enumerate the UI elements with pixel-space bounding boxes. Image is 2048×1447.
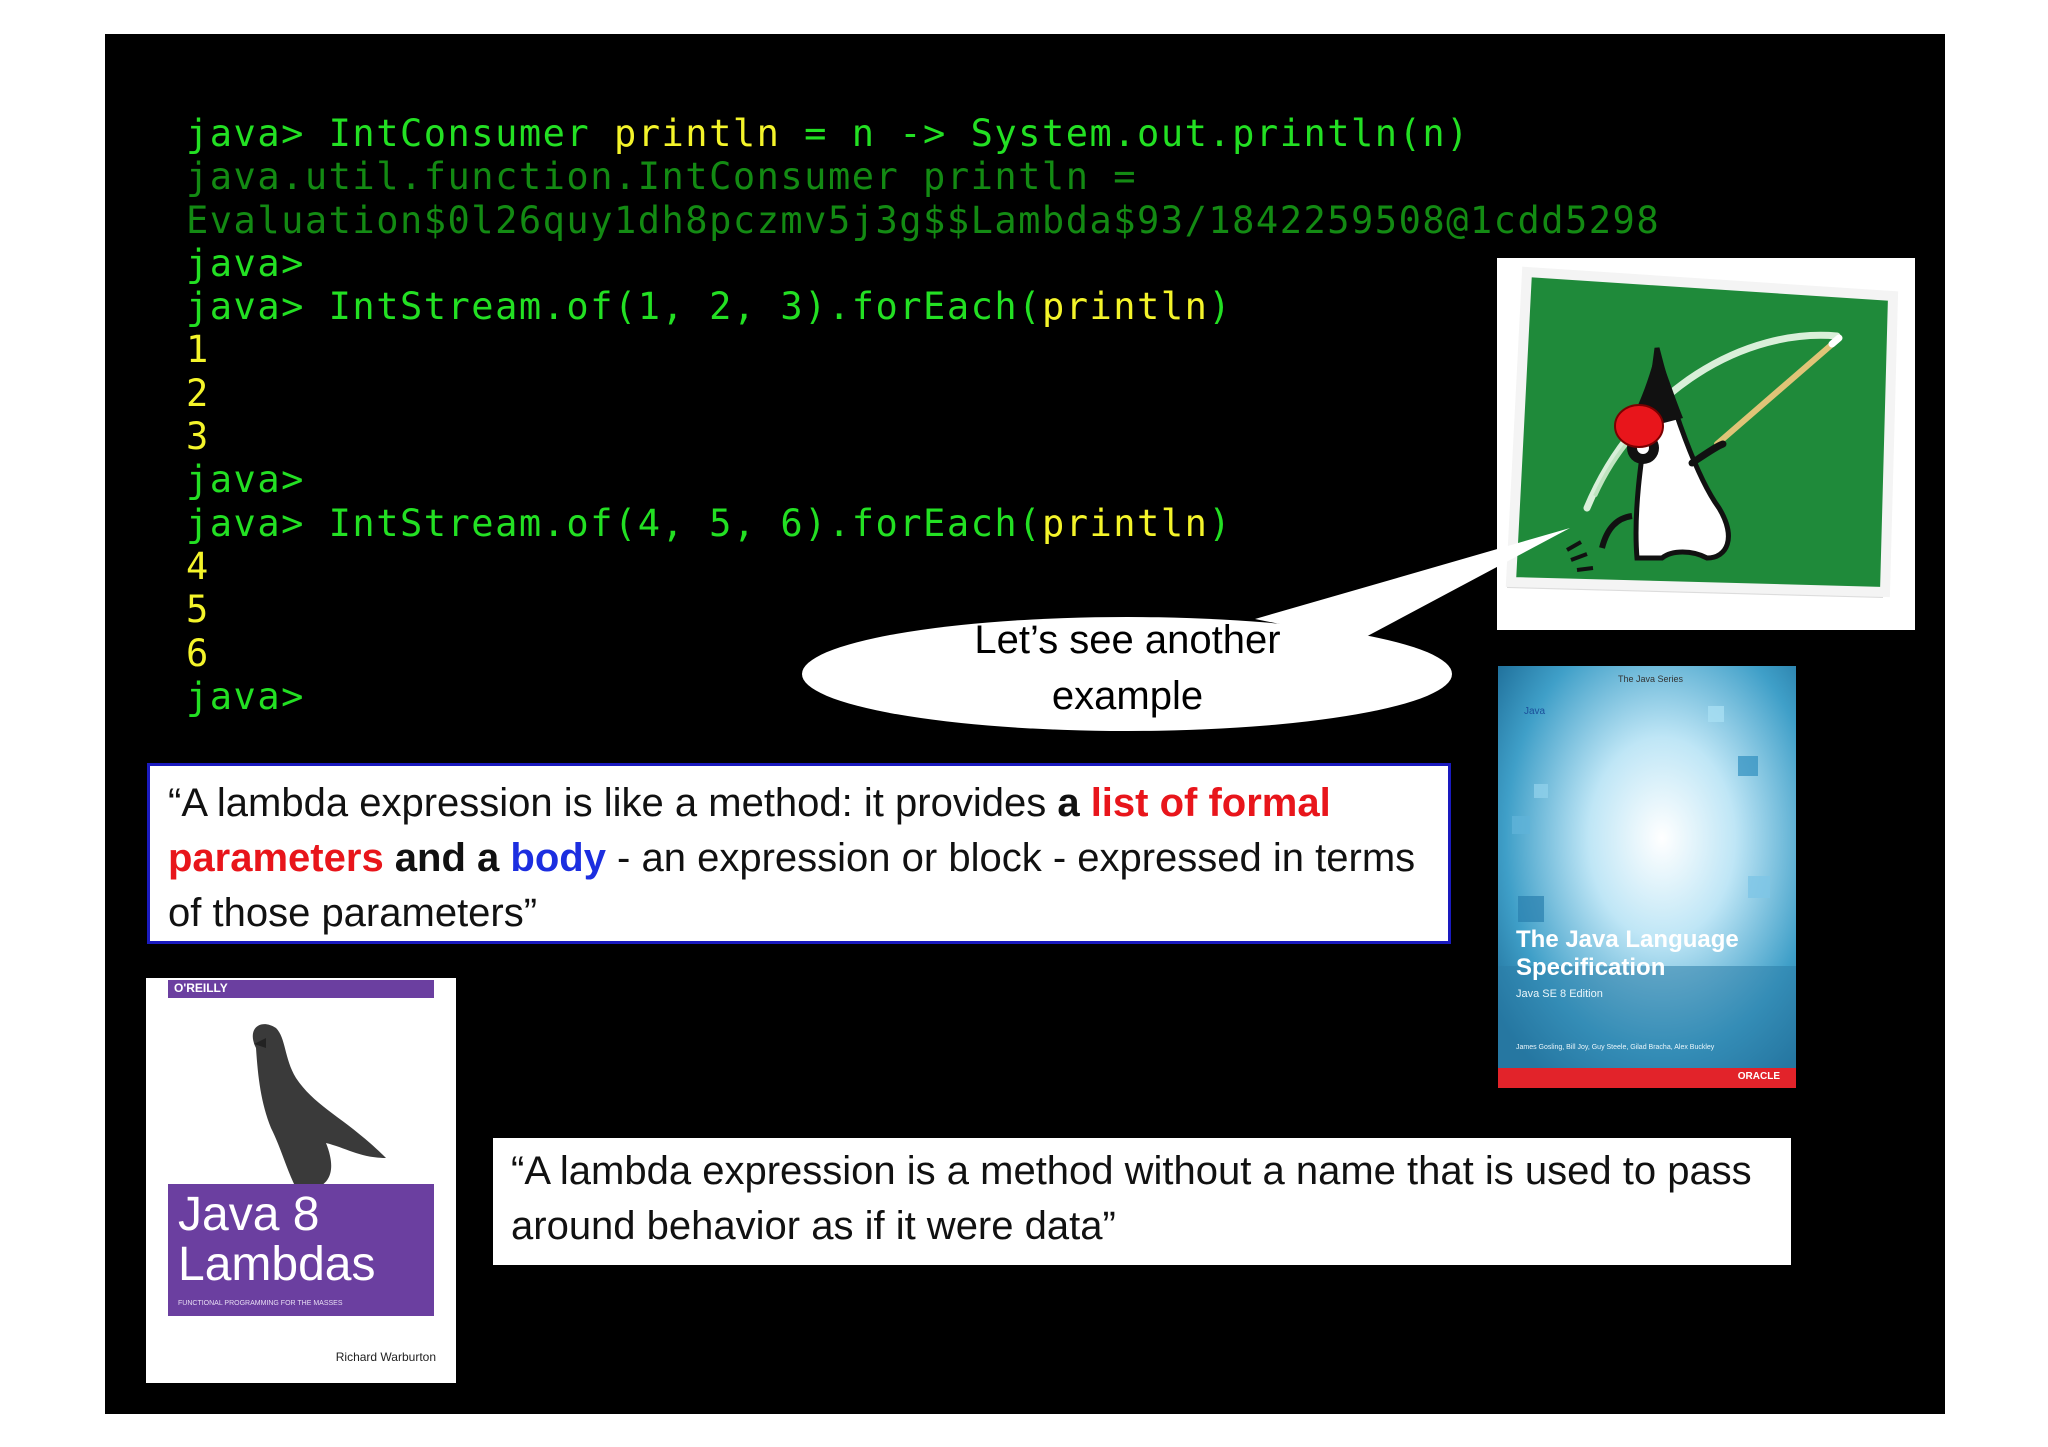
publisher-logo: O'REILLY [174,981,228,995]
series-banner: The Java Series [1618,674,1684,684]
terminal-line: java> IntConsumer println = n -> System.… [186,112,1660,155]
code-keyword: println [1041,285,1209,329]
terminal-line: 4 [186,545,1660,588]
jls-cover-art [1498,666,1796,1088]
prompt: java> [186,458,305,502]
quote-highlight-red: list of formal parameters [168,781,1331,880]
duke-teaching-icon [1505,266,1899,598]
duke-teaching-picture [1497,258,1915,630]
code: IntStream.of(1, 2, 3).forEach( [328,285,1042,329]
terminal-line: java> IntStream.of(1, 2, 3).forEach(prin… [186,285,1660,328]
info-text: java.util.function.IntConsumer println = [186,155,1138,199]
terminal-line: java> IntStream.of(4, 5, 6).forEach(prin… [186,502,1660,545]
quote-text: - an expression or block - expressed in … [168,836,1416,935]
info-text: Evaluation$0l26quy1dh8pczmv5j3g$$Lambda$… [186,198,1661,242]
jls-title-line: Specification [1516,954,1666,981]
output-value: 3 [186,415,210,459]
terminal-line: 5 [186,588,1660,631]
lambda-definition-quote: “A lambda expression is like a method: i… [147,763,1451,944]
oreilly-book-cover: O'REILLY Java 8 Lambdas FUNCTIONAL PROGR… [146,978,456,1383]
oreilly-title: Java 8 Lambdas [178,1190,375,1290]
code: IntStream.of(4, 5, 6).forEach( [328,501,1042,545]
prompt: java> [186,501,329,545]
quote-text: “A lambda expression is a method without… [511,1149,1752,1248]
terminal-line: Evaluation$0l26quy1dh8pczmv5j3g$$Lambda$… [186,199,1660,242]
code: ) [1208,501,1233,545]
oracle-logo: ORACLE [1737,1071,1780,1082]
speech-line: Let’s see another [974,618,1281,662]
terminal-line: java.util.function.IntConsumer println = [186,155,1660,198]
output-value: 2 [186,371,210,415]
code: = n -> System.out.println(n) [780,112,1470,155]
oreilly-title-line: Java 8 [178,1188,320,1241]
code: IntConsumer [328,112,614,155]
jls-title: The Java Language Specification [1516,926,1739,982]
quote-text: “A lambda expression is like a method: i… [168,781,1058,825]
speech-bubble-text: Let’s see another example [800,612,1455,724]
speech-bubble [800,528,1570,733]
jls-book-cover: Java The Java Series The Java Language S… [1498,666,1796,1088]
terminal-line: 1 [186,328,1660,371]
output-value: 4 [186,544,210,588]
java-logo-text: Java [1524,706,1546,717]
jls-title-line: The Java Language [1516,926,1739,953]
oreilly-title-line: Lambdas [178,1238,376,1291]
prompt: java> [186,674,305,718]
terminal-line: java> [186,458,1660,501]
terminal-output: java> IntConsumer println = n -> System.… [186,112,1660,718]
jls-authors: James Gosling, Bill Joy, Guy Steele, Gil… [1516,1044,1715,1051]
output-value: 6 [186,631,210,675]
terminal-line: 6 [186,632,1660,675]
code-keyword: println [1041,501,1209,545]
terminal-line: java> [186,242,1660,285]
prompt: java> [186,112,329,155]
prompt: java> [186,285,329,329]
terminal-line: 3 [186,415,1660,458]
code-keyword: println [613,112,781,155]
terminal-line: 2 [186,372,1660,415]
output-value: 1 [186,328,210,372]
terminal-line: java> [186,675,1660,718]
code: ) [1208,285,1233,329]
eagle-icon [252,1024,386,1202]
output-value: 5 [186,588,210,632]
prompt: java> [186,241,305,285]
speech-bubble-shape [802,528,1570,731]
speech-line: example [1051,674,1204,718]
oreilly-tagline: FUNCTIONAL PROGRAMMING FOR THE MASSES [178,1300,343,1307]
lambda-description-quote: “A lambda expression is a method without… [493,1138,1791,1265]
quote-bold: and a [383,836,511,880]
jls-subtitle: Java SE 8 Edition [1516,988,1603,1000]
quote-highlight-blue: body [510,836,606,880]
quote-bold: a [1057,781,1091,825]
oreilly-author: Richard Warburton [335,1350,436,1364]
